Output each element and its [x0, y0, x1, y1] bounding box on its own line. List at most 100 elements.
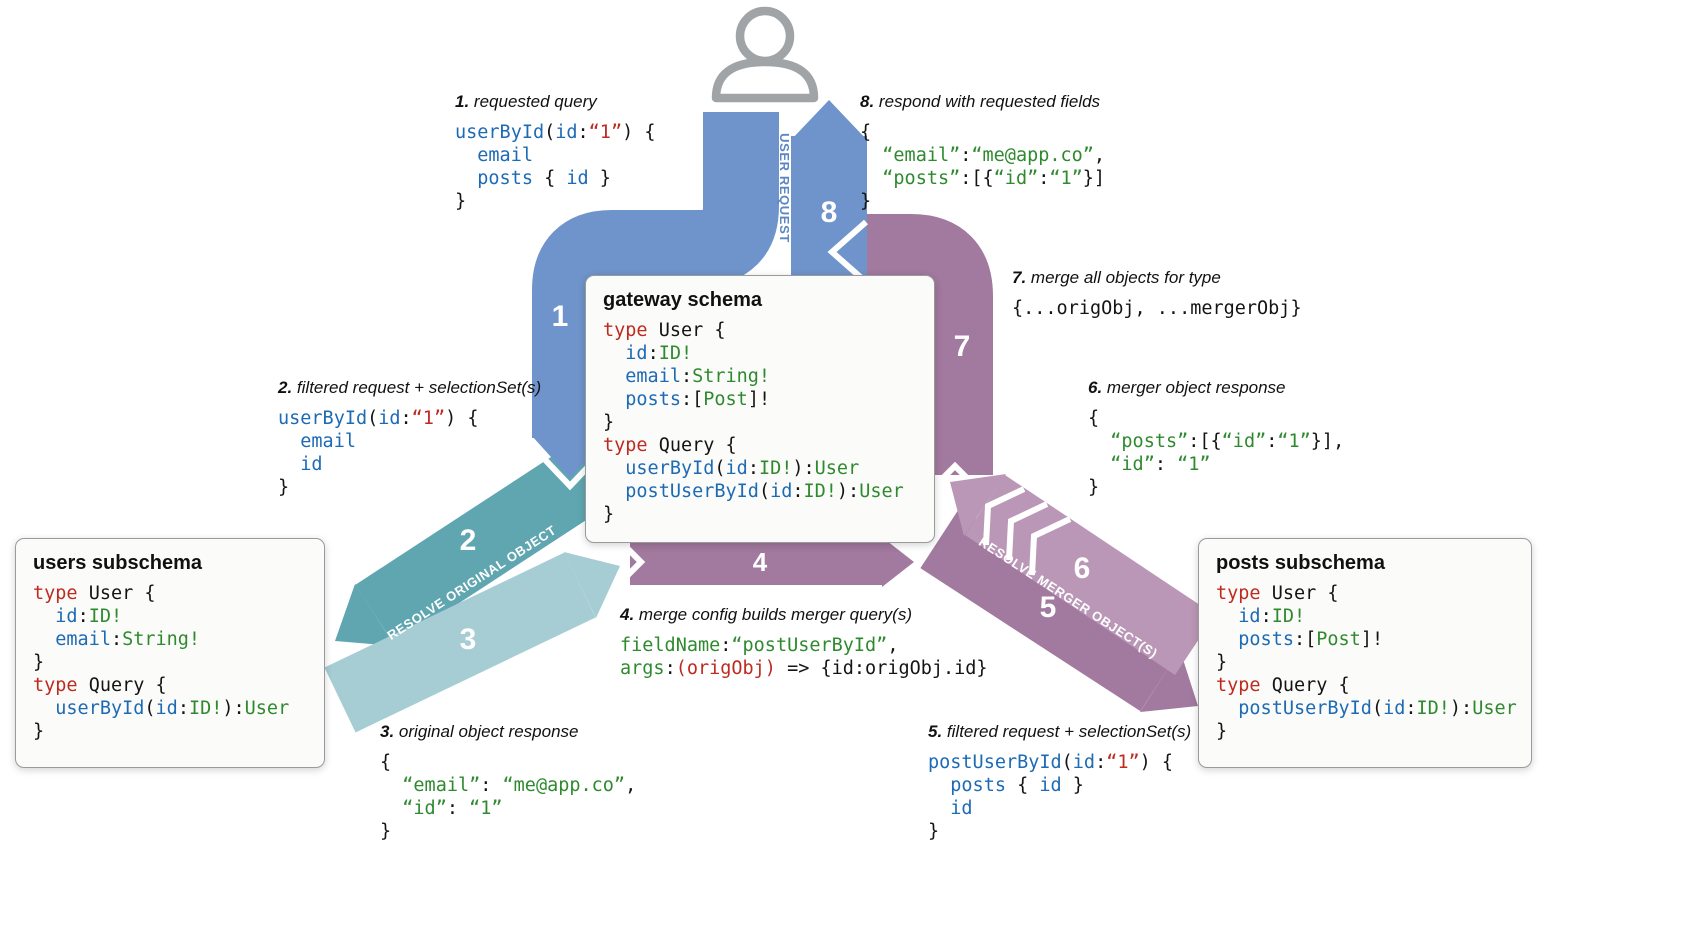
annotation-5-code: postUserById(id:“1”) { posts { id } id} [928, 751, 1191, 843]
annotation-7: 7. merge all objects for type {...origOb… [1012, 268, 1302, 320]
annotation-8-number: 8. [860, 92, 875, 111]
annotation-6: 6. merger object response { “posts”:[{“i… [1088, 378, 1344, 499]
annotation-5-label: filtered request + selectionSet(s) [946, 722, 1192, 741]
annotation-4: 4. merge config builds merger query(s) f… [620, 605, 988, 680]
code-line: id:ID! [33, 606, 123, 627]
band-number-7: 7 [954, 330, 971, 363]
posts-subschema-box: posts subschema type User { id:ID! posts… [1198, 538, 1532, 768]
chevron-notch-3-4 [615, 536, 646, 588]
annotation-1-code: userById(id:“1”) { email posts { id }} [455, 121, 656, 213]
user-icon-shoulders [711, 57, 819, 103]
annotation-1-label: requested query [473, 92, 597, 111]
code-line: type Query { [33, 675, 167, 696]
annotation-7-code: {...origObj, ...mergerObj} [1012, 297, 1302, 320]
code-line: posts { id } [455, 168, 611, 189]
code-line: “posts”:[{“id”:“1”}] [860, 168, 1106, 189]
code-line: type Query { [603, 435, 737, 456]
annotation-7-number: 7. [1012, 268, 1027, 287]
code-line: } [603, 504, 615, 525]
code-line: type User { [33, 583, 156, 604]
code-line: postUserById(id:“1”) { [928, 752, 1174, 773]
band-number-5: 5 [1040, 591, 1057, 624]
annotation-6-code: { “posts”:[{“id”:“1”}], “id”: “1”} [1088, 407, 1344, 499]
resolve-original-down-band [355, 437, 620, 646]
annotation-4-label: merge config builds merger query(s) [638, 605, 912, 624]
code-line: id:ID! [603, 343, 693, 364]
gateway-schema-box: gateway schema type User { id:ID! email:… [585, 275, 935, 543]
band-number-8: 8 [821, 196, 838, 229]
code-line: userById(id:ID!):User [603, 458, 860, 479]
annotation-3-number: 3. [380, 722, 395, 741]
code-line: postUserById(id:ID!):User [1216, 698, 1517, 719]
code-line: userById(id:ID!):User [33, 698, 290, 719]
band-number-1: 1 [552, 300, 569, 333]
annotation-6-number: 6. [1088, 378, 1103, 397]
users-subschema-box: users subschema type User { id:ID! email… [15, 538, 325, 768]
annotation-2-title: 2. filtered request + selectionSet(s) [278, 378, 541, 398]
code-line: email [278, 431, 356, 452]
band-number-6: 6 [1074, 552, 1091, 585]
user-icon-head [735, 6, 795, 66]
code-line: } [928, 821, 940, 842]
users-subschema-title: users subschema [33, 552, 202, 574]
users-subschema-code: type User { id:ID! email:String!}type Qu… [33, 582, 307, 743]
resolve-original-up-band [324, 552, 596, 733]
code-line: { [380, 752, 392, 773]
code-line: userById(id:“1”) { [278, 408, 479, 429]
code-line: } [1216, 652, 1228, 673]
merger-return-band [867, 214, 993, 475]
code-line: } [278, 477, 290, 498]
gateway-schema-code: type User { id:ID! email:String! posts:[… [603, 319, 917, 526]
annotation-8-code: { “email”:“me@app.co”, “posts”:[{“id”:“1… [860, 121, 1105, 213]
annotation-3-label: original object response [398, 722, 579, 741]
merge-config-arrowhead [882, 537, 914, 587]
code-line: {...origObj, ...mergerObj} [1012, 298, 1302, 319]
code-line: } [380, 821, 392, 842]
selection-chevron-3 [1029, 516, 1072, 576]
selection-chevron-1 [983, 486, 1026, 546]
annotation-2-label: filtered request + selectionSet(s) [296, 378, 542, 397]
code-line: postUserById(id:ID!):User [603, 481, 904, 502]
annotation-8-title: 8. respond with requested fields [860, 92, 1105, 112]
code-line: } [455, 191, 467, 212]
annotation-4-number: 4. [620, 605, 635, 624]
resolve-merger-down-band [920, 507, 1180, 712]
annotation-7-label: merge all objects for type [1030, 268, 1221, 287]
code-line: id [278, 454, 323, 475]
annotation-8-label: respond with requested fields [878, 92, 1101, 111]
annotation-2-number: 2. [278, 378, 293, 397]
annotation-7-title: 7. merge all objects for type [1012, 268, 1302, 288]
code-line: { [1088, 408, 1100, 429]
posts-subschema-code: type User { id:ID! posts:[Post]!}type Qu… [1216, 582, 1517, 743]
code-line: args:(origObj) => {id:origObj.id} [620, 658, 988, 679]
code-line: posts:[Post]! [1216, 629, 1384, 650]
annotation-6-label: merger object response [1106, 378, 1286, 397]
code-line: id:ID! [1216, 606, 1306, 627]
code-line: type Query { [1216, 675, 1350, 696]
resolve-original-down-arrowhead [335, 584, 395, 646]
resolve-original-up-arrowhead [564, 552, 620, 618]
code-line: type User { [603, 320, 726, 341]
annotation-3-title: 3. original object response [380, 722, 636, 742]
resolve-merger-down-arrowhead [1140, 650, 1198, 712]
annotation-8: 8. respond with requested fields { “emai… [860, 92, 1105, 213]
user-response-up-arrowhead [791, 100, 867, 140]
code-line: id [928, 798, 973, 819]
resolve-merger-up-band [965, 475, 1215, 675]
code-line: userById(id:“1”) { [455, 122, 656, 143]
code-line: { [860, 122, 872, 143]
user-icon [711, 6, 819, 103]
code-line: } [603, 412, 615, 433]
annotation-1-title: 1. requested query [455, 92, 656, 112]
band-number-2: 2 [460, 524, 477, 557]
annotation-1-number: 1. [455, 92, 470, 111]
annotation-4-code: fieldName:“postUserById”,args:(origObj) … [620, 634, 988, 680]
code-line: “posts”:[{“id”:“1”}], [1088, 431, 1345, 452]
code-line: fieldName:“postUserById”, [620, 635, 899, 656]
annotation-5-title: 5. filtered request + selectionSet(s) [928, 722, 1191, 742]
selection-chevron-2 [1006, 501, 1049, 561]
annotation-1: 1. requested query userById(id:“1”) { em… [455, 92, 656, 213]
annotation-3-code: { “email”: “me@app.co”, “id”: “1”} [380, 751, 636, 843]
